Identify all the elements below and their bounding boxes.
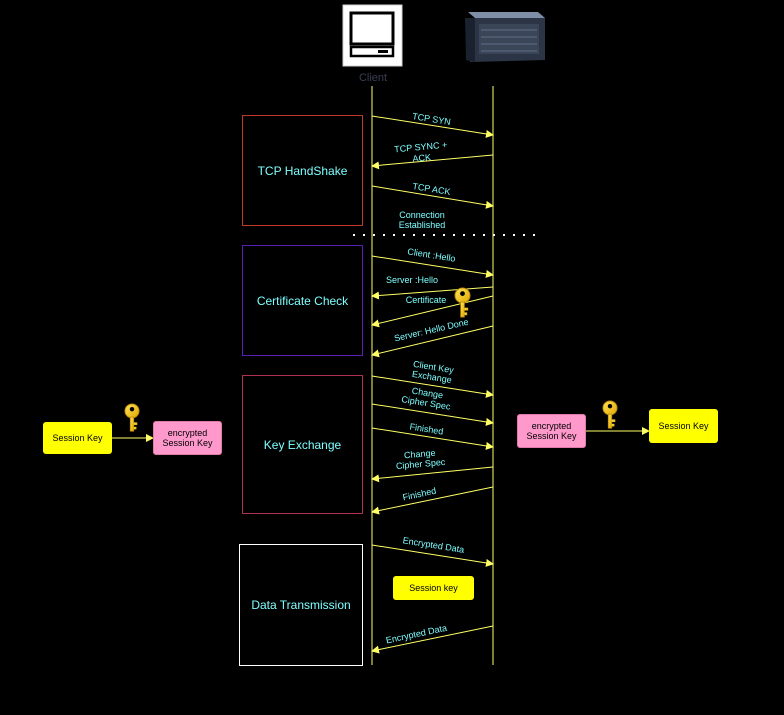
text-line: encrypted	[167, 427, 208, 438]
arrow-tcp-syn	[371, 115, 494, 138]
msg-change-cipher-1: ChangeCipher Spec	[401, 384, 454, 412]
phase-label: Data Transmission	[251, 598, 351, 612]
key-icon	[602, 400, 618, 429]
key-icon	[124, 403, 140, 432]
arrow-tcp-sync-ack	[371, 154, 494, 170]
msg-encrypted-data-1: Encrypted Data	[402, 535, 465, 555]
phase-label: Key Exchange	[263, 437, 342, 452]
arrow-encrypted-data-2	[371, 625, 494, 654]
phase-tcp-handshake: TCP HandShake	[242, 115, 363, 226]
msg-certificate: Certificate	[406, 295, 447, 305]
arrow-tcp-ack	[371, 185, 494, 209]
arrow-hello-done	[371, 325, 494, 358]
computer-icon	[342, 4, 403, 67]
phase-certificate-check: Certificate Check	[242, 245, 363, 356]
text-line: Session Key	[162, 438, 213, 448]
arrow-client-hello	[371, 255, 494, 278]
msg-change-cipher-2: ChangeCipher Spec	[395, 447, 447, 471]
arrow-change-cipher-2	[371, 466, 494, 483]
msg-tcp-sync-ack: TCP SYNC +ACK	[394, 140, 449, 166]
arrow-server-hello	[371, 286, 494, 300]
text-line: encrypted	[531, 420, 572, 431]
server-encrypted-session-key: encrypted Session Key	[517, 414, 586, 448]
client-label: Client	[358, 72, 388, 84]
phase-label: Certificate Check	[256, 293, 349, 308]
phase-label: TCP HandShake	[257, 163, 348, 178]
arrow-certificate	[371, 295, 494, 328]
phase-data-transmission: Data Transmission	[239, 544, 363, 666]
arrow-change-cipher-1	[371, 403, 494, 426]
arrow-encrypted-data-1	[371, 544, 494, 567]
client-session-key: Session Key	[43, 422, 112, 454]
server-session-key: Session Key	[649, 409, 718, 443]
client-encrypted-session-key: encrypted Session Key	[153, 421, 222, 455]
msg-client-hello: Client :Hello	[407, 246, 456, 263]
shared-session-key: Session key	[393, 576, 474, 600]
msg-hello-done: Server: Hello Done	[393, 317, 469, 344]
msg-server-hello: Server :Hello	[386, 275, 438, 285]
msg-client-key-exchange: Client KeyExchange	[411, 359, 455, 385]
text-line: Session Key	[526, 431, 577, 441]
msg-tcp-ack: TCP ACK	[412, 181, 451, 197]
msg-tcp-syn: TCP SYN	[412, 111, 452, 127]
arrow-finished-1	[371, 427, 494, 450]
phase-key-exchange: Key Exchange	[242, 375, 363, 514]
arrow-client-key-exchange	[371, 375, 494, 398]
arrow-finished-2	[371, 486, 494, 515]
server-icon	[465, 12, 545, 62]
